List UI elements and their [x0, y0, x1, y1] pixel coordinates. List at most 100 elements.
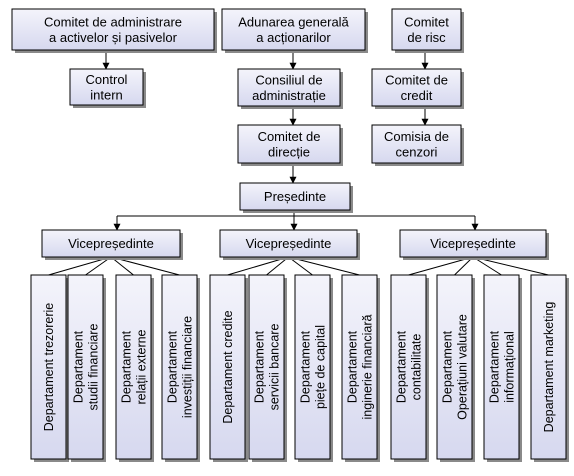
internal-control-rect [69, 68, 144, 106]
credit-committee-rect [371, 68, 462, 107]
internal-control-label: Control [86, 72, 128, 87]
president-rect [239, 182, 351, 211]
department-1-4-label: Departament [166, 330, 180, 403]
department-2-3-label: Departament [299, 330, 313, 403]
board-of-directors-label: Consiliul de [255, 72, 322, 87]
vice-president-1-rect [41, 229, 181, 258]
department-3-3-rect [483, 274, 520, 460]
department-2-1-rect [209, 274, 246, 460]
department-1-1-text-group: Departament trezorerie [42, 303, 56, 432]
board-of-directors-label: administrație [252, 88, 326, 103]
department-1-2-label: studii financiare [87, 324, 101, 411]
direction-committee-rect [237, 124, 341, 164]
direction-committee-label: direcție [268, 144, 310, 159]
department-1-2-label: Departament [72, 330, 86, 403]
department-1-2-rect [67, 274, 104, 460]
asset-liability-committee-label: a activelor și pasivelor [49, 30, 178, 45]
vice-president-1: Vicepreședinte [41, 229, 183, 260]
department-1-3-rect [115, 274, 152, 460]
department-3-4-text-group: Departament marketing [542, 302, 556, 433]
vice-president-3-rect [399, 229, 547, 258]
department-2-4-label: Departament [346, 330, 360, 403]
department-3-2-label: Operațiuni valutare [456, 314, 470, 420]
department-1-1-rect [30, 274, 67, 460]
censors-committee-label: Comisia de [384, 129, 449, 144]
department-3-4-rect [530, 274, 567, 460]
asset-liability-committee-rect [11, 8, 215, 51]
vice-president-3: Vicepreședinte [399, 229, 549, 260]
president: Președinte [239, 182, 353, 213]
internal-control-label: intern [90, 87, 123, 102]
vice-president-2-label: Vicepreședinte [246, 236, 332, 251]
department-3-2-rect [436, 274, 473, 460]
vice-president-2-rect [219, 229, 358, 258]
department-2-2-rect [248, 274, 285, 460]
department-1-1: Departament trezorerie [30, 274, 69, 462]
department-3-3-label: Departament [488, 330, 502, 403]
department-1-1-label: Departament trezorerie [42, 303, 56, 432]
asset-liability-committee-label: Comitet de administrare [44, 14, 182, 29]
general-assembly-label: Adunarea generală [238, 14, 349, 29]
censors-committee-rect [371, 124, 462, 164]
general-assembly-label: a acționarilor [256, 30, 331, 45]
department-1-3-label: relații externe [135, 329, 149, 404]
vice-president-3-label: Vicepreședinte [430, 236, 516, 251]
department-3-4-label: Departament marketing [542, 302, 556, 433]
vice-president-2: Vicepreședinte [219, 229, 360, 260]
credit-committee-label: Comitet de [385, 72, 448, 87]
department-3-1-label: contabilitate [410, 334, 424, 401]
department-3-4: Departament marketing [530, 274, 569, 462]
risk-committee-label: Comitet [404, 14, 449, 29]
department-2-1-text-group: Departament credite [221, 310, 235, 423]
general-assembly-rect [221, 8, 366, 51]
department-1-4-rect [161, 274, 198, 460]
risk-committee-label: de risc [407, 30, 446, 45]
board-of-directors-rect [237, 68, 341, 107]
department-2-3-label: piețe de capital [314, 325, 328, 409]
department-2-3-rect [294, 274, 331, 460]
department-3-2-label: Departament [441, 330, 455, 403]
direction-committee-label: Comitet de [258, 129, 321, 144]
risk-committee-rect [391, 8, 462, 51]
department-1-4-label: investiții financiare [181, 316, 195, 418]
department-2-2-label: Departament [253, 330, 267, 403]
vice-president-1-label: Vicepreședinte [68, 236, 154, 251]
department-1-3-label: Departament [120, 330, 134, 403]
department-2-1-label: Departament credite [221, 310, 235, 423]
department-2-4-rect [341, 274, 378, 460]
department-3-1-label: Departament [395, 330, 409, 403]
department-2-1: Departament credite [209, 274, 248, 462]
department-3-1-rect [390, 274, 427, 460]
president-label: Președinte [264, 189, 326, 204]
censors-committee-label: cenzori [396, 144, 438, 159]
department-3-3-label: informațional [503, 331, 517, 403]
department-2-4-label: inginerie financiară [361, 314, 375, 419]
